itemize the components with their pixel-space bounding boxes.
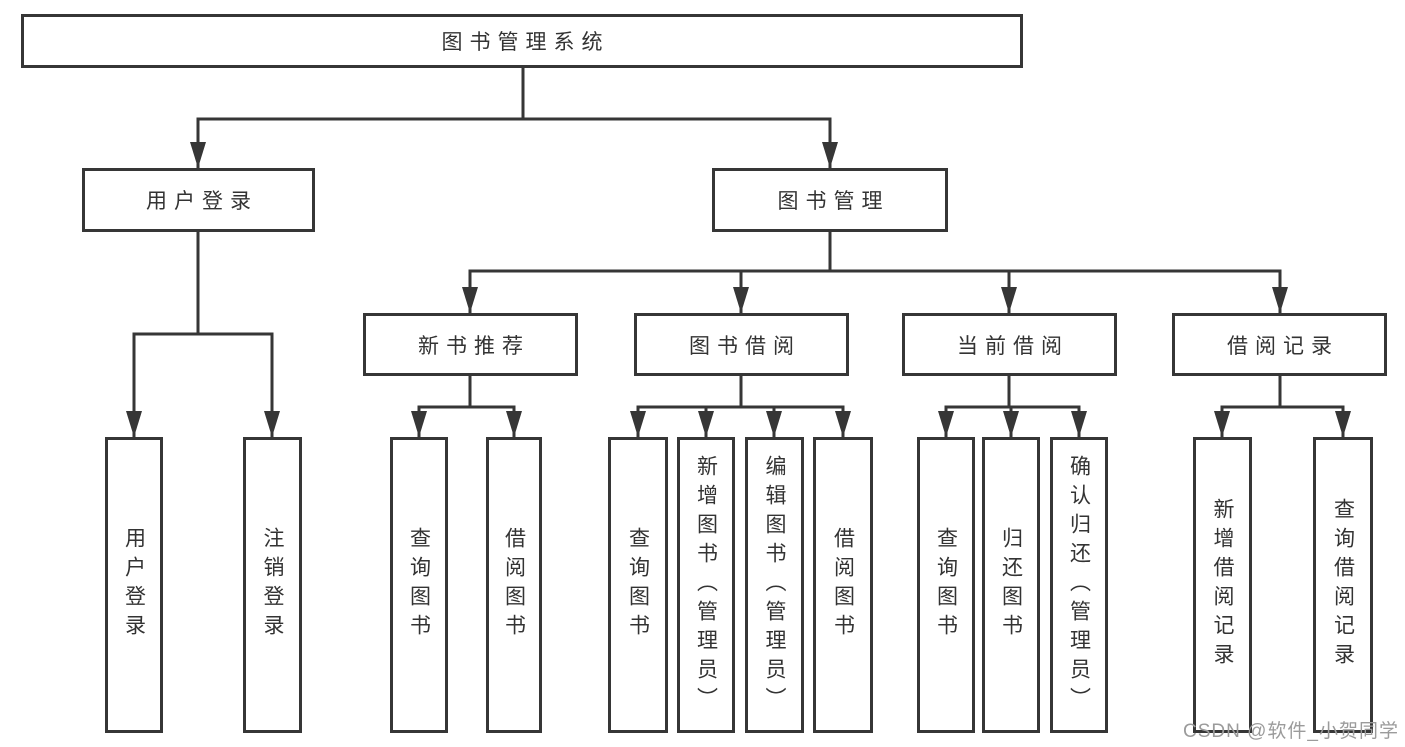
node-new-book-recommend: 新书推荐 xyxy=(363,313,578,376)
leaf-add-borrow-record: 新增借阅记录 xyxy=(1193,437,1252,733)
leaf-label: 查询图书 xyxy=(407,527,431,643)
node-label: 图书借阅 xyxy=(689,334,801,358)
leaf-confirm-return-admin: 确认归还（管理员） xyxy=(1050,437,1108,733)
leaf-label: 归还图书 xyxy=(999,527,1023,643)
leaf-query-borrow-record: 查询借阅记录 xyxy=(1313,437,1373,733)
leaf-label: 借阅图书 xyxy=(831,527,855,643)
leaf-label: 用户登录 xyxy=(122,527,146,643)
node-label: 图书管理 xyxy=(777,190,890,213)
node-label: 当前借阅 xyxy=(957,334,1069,358)
leaf-query-books-recommend: 查询图书 xyxy=(390,437,448,733)
leaf-query-books-current: 查询图书 xyxy=(917,437,975,733)
node-label: 图书管理系统 xyxy=(441,31,610,54)
leaf-borrow-books-recommend: 借阅图书 xyxy=(486,437,542,733)
leaf-label: 借阅图书 xyxy=(502,527,526,643)
node-borrow-records: 借阅记录 xyxy=(1172,313,1387,376)
leaf-label: 确认归还（管理员） xyxy=(1067,454,1091,716)
connector-user-login xyxy=(126,230,280,439)
connector-root xyxy=(190,66,838,170)
leaf-label: 注销登录 xyxy=(261,527,284,643)
leaf-return-book: 归还图书 xyxy=(982,437,1040,733)
leaf-logout: 注销登录 xyxy=(243,437,302,733)
leaf-add-book-admin: 新增图书（管理员） xyxy=(677,437,735,733)
node-current-borrow: 当前借阅 xyxy=(902,313,1117,376)
leaf-query-books-borrow: 查询图书 xyxy=(608,437,668,733)
node-user-login: 用户登录 xyxy=(82,168,315,232)
leaf-borrow-book: 借阅图书 xyxy=(813,437,873,733)
leaf-label: 新增借阅记录 xyxy=(1211,498,1234,672)
node-root-system: 图书管理系统 xyxy=(21,14,1023,68)
node-label: 新书推荐 xyxy=(418,334,530,358)
node-label: 借阅记录 xyxy=(1227,334,1339,358)
leaf-label: 编辑图书（管理员） xyxy=(763,454,786,716)
node-book-borrow: 图书借阅 xyxy=(634,313,849,376)
leaf-label: 查询图书 xyxy=(934,527,958,643)
connector-current xyxy=(938,374,1087,439)
leaf-label: 新增图书（管理员） xyxy=(694,454,718,716)
leaf-user-login: 用户登录 xyxy=(105,437,163,733)
csdn-watermark: CSDN @软件_小贺同学 xyxy=(1183,721,1399,742)
leaf-label: 查询图书 xyxy=(626,527,650,643)
connector-book-mgmt xyxy=(462,230,1288,315)
connector-records xyxy=(1214,374,1351,439)
connector-borrow xyxy=(630,374,851,439)
node-book-management: 图书管理 xyxy=(712,168,948,232)
leaf-edit-book-admin: 编辑图书（管理员） xyxy=(745,437,804,733)
node-label: 用户登录 xyxy=(146,190,258,213)
leaf-label: 查询借阅记录 xyxy=(1331,498,1355,672)
connector-new-books xyxy=(411,374,522,439)
